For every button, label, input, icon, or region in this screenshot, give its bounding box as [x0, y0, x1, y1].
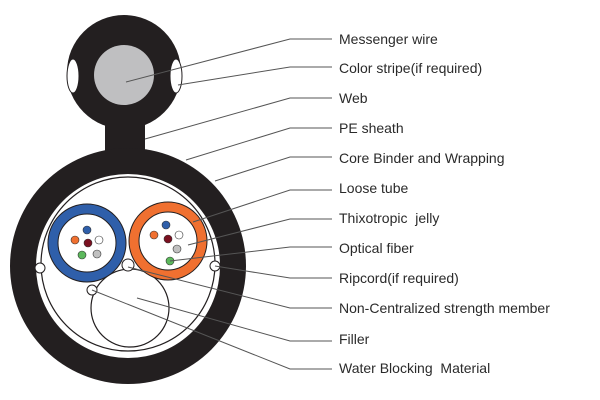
fiber-blue	[82, 225, 92, 235]
leader-ripcord	[214, 265, 332, 279]
leader-strength-member	[127, 266, 332, 309]
leader-web	[144, 97, 332, 140]
leader-water-blocking	[91, 289, 332, 370]
label-ripcord: Ripcord(if required)	[339, 270, 459, 286]
fiber-white	[174, 230, 184, 240]
leader-loose-tube	[192, 189, 332, 223]
leader-optical-fiber	[169, 246, 332, 262]
leader-color-stripe	[177, 66, 332, 86]
main-cable	[10, 148, 246, 384]
label-messenger-wire: Messenger wire	[339, 31, 438, 47]
leader-thixotropic-jelly	[187, 218, 332, 246]
fiber-blue	[161, 220, 171, 230]
messenger-wire	[94, 45, 154, 105]
fiber-white	[94, 235, 104, 245]
fiber-brown	[83, 238, 93, 248]
leader-filler	[136, 297, 332, 342]
label-filler: Filler	[339, 331, 370, 347]
label-thixotropic-jelly: Thixotropic jelly	[339, 210, 440, 226]
label-color-stripe: Color stripe(if required)	[339, 60, 483, 76]
color-stripe-right	[169, 58, 183, 94]
filler	[90, 268, 170, 348]
fiber-brown	[163, 234, 173, 244]
leader-messenger-wire	[125, 38, 332, 83]
ripcord-left	[34, 262, 46, 274]
label-loose-tube: Loose tube	[339, 180, 409, 196]
leader-lines	[91, 38, 332, 370]
label-water-blocking: Water Blocking Material	[339, 360, 491, 376]
fiber-green	[77, 250, 87, 260]
strength-member-center	[121, 258, 135, 272]
label-strength-member: Non-Centralized strength member	[339, 300, 550, 316]
label-optical-fiber: Optical fiber	[339, 240, 414, 256]
fiber-grey	[172, 244, 182, 254]
fiber-orange	[149, 230, 159, 240]
label-core-binder: Core Binder and Wrapping	[339, 150, 505, 166]
label-web: Web	[339, 90, 368, 106]
color-stripe-left	[66, 58, 80, 94]
fiber-grey	[92, 249, 102, 259]
leader-pe-sheath	[185, 127, 332, 161]
loose-tube-blue	[47, 203, 127, 283]
leader-core-binder	[214, 156, 332, 182]
label-pe-sheath: PE sheath	[339, 120, 404, 136]
fiber-orange	[70, 235, 80, 245]
messenger-head	[66, 15, 183, 129]
loose-tube-orange	[128, 201, 208, 281]
